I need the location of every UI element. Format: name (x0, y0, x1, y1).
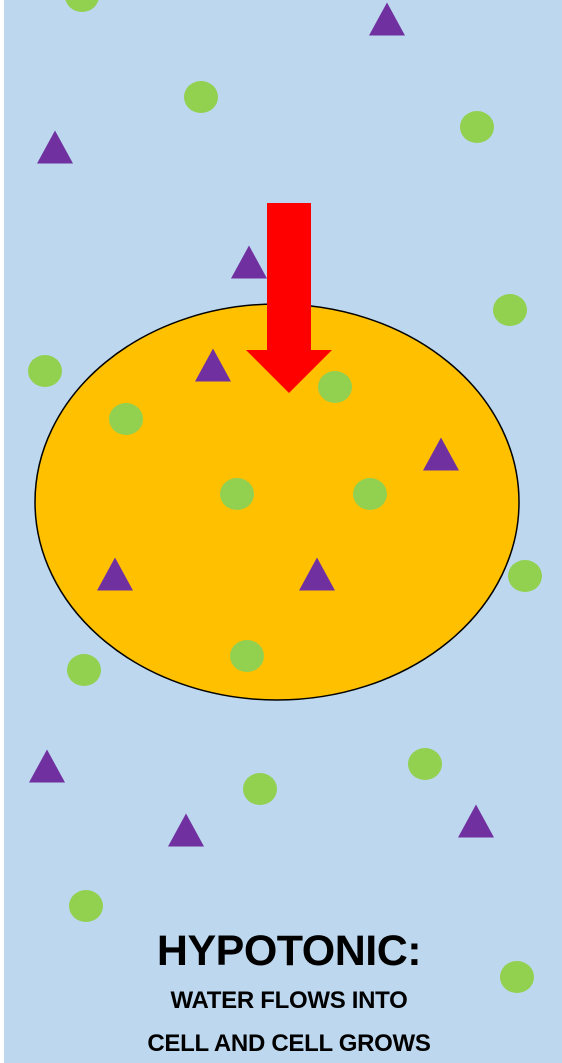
triangle-particle (168, 813, 204, 847)
diagram-title: HYPOTONIC: (156, 927, 422, 975)
circle-particle (243, 773, 277, 805)
circle-particle (493, 294, 527, 326)
circle-particle (408, 748, 442, 780)
circle-particle (220, 478, 254, 510)
water-flow-arrow (246, 203, 332, 393)
circle-particles (28, 0, 542, 993)
circle-particle (28, 355, 62, 387)
circle-particle (65, 0, 99, 12)
caption-line-1: WATER FLOWS INTO (170, 987, 408, 1014)
circle-particle (353, 478, 387, 510)
triangle-particle (231, 245, 267, 279)
circle-particle (230, 640, 264, 672)
triangle-particle (37, 130, 73, 164)
circle-particle (460, 111, 494, 143)
circle-particle (69, 890, 103, 922)
triangle-particle (369, 2, 405, 36)
circle-particle (109, 403, 143, 435)
triangle-particle (29, 749, 65, 783)
circle-particle (67, 654, 101, 686)
circle-particle (508, 560, 542, 592)
circle-particle (318, 371, 352, 403)
circle-particle (184, 81, 218, 113)
triangle-particle (97, 557, 133, 591)
triangle-particle (458, 804, 494, 838)
triangle-particle (299, 557, 335, 591)
caption-line-2: CELL AND CELL GROWS (147, 1030, 431, 1057)
triangle-particle (195, 348, 231, 382)
triangle-particle (423, 437, 459, 471)
circle-particle (500, 961, 534, 993)
triangle-particles (29, 2, 494, 847)
